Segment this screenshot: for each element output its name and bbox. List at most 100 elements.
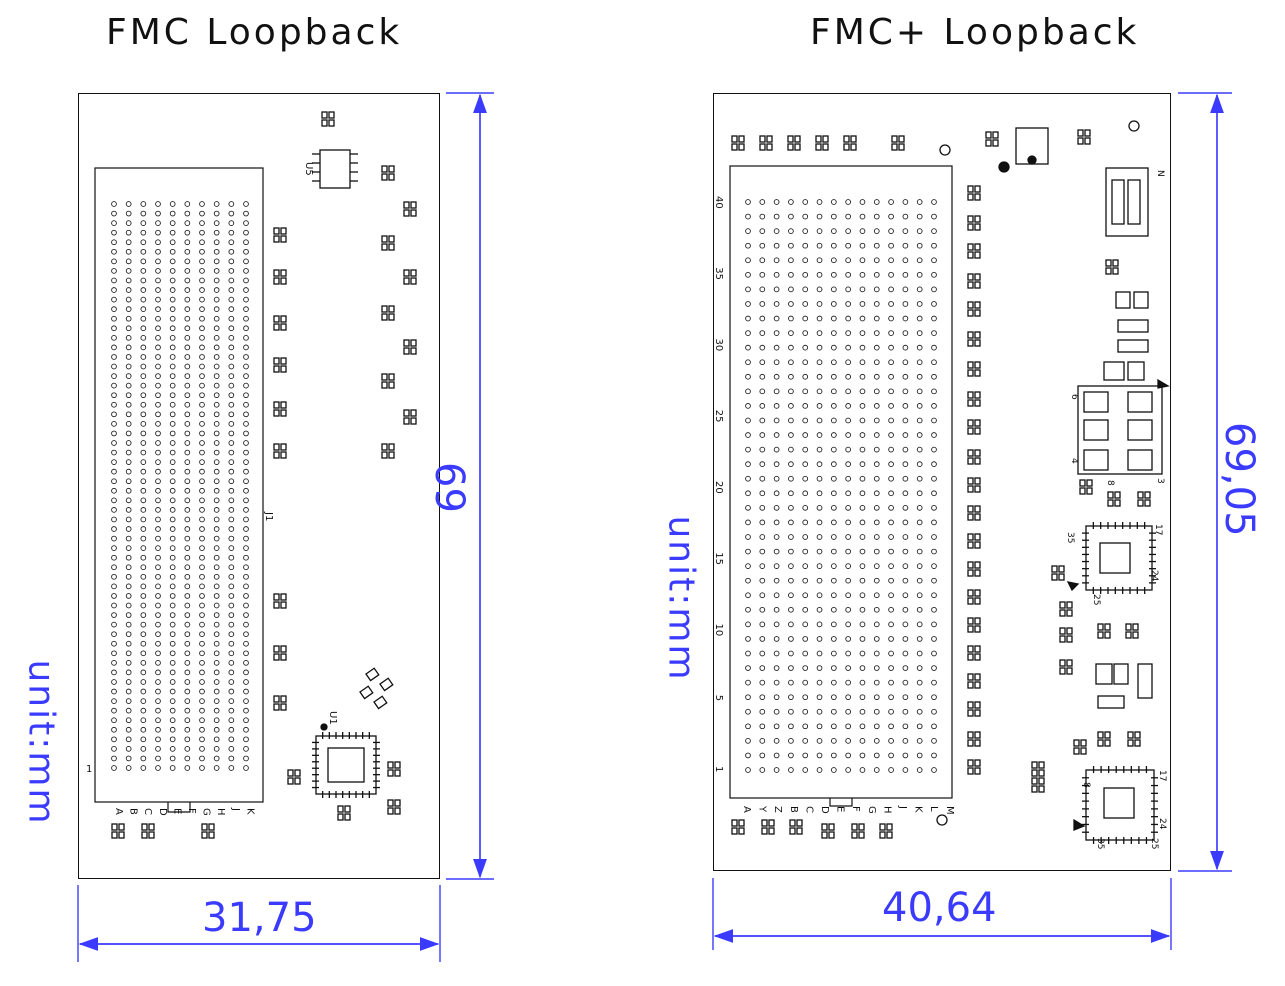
fmc-pin: [213, 679, 220, 685]
fmc-pin: [184, 287, 191, 293]
fmc-plus-pin: [873, 301, 880, 307]
fmc-pin: [125, 306, 132, 313]
fmc-pin: [184, 210, 191, 217]
fmc-plus-pin: [816, 592, 823, 599]
fmc-pin: [111, 583, 117, 590]
fmc-plus-row-letter: H: [881, 806, 892, 814]
fmc-pin: [155, 287, 161, 293]
fmc-plus-row-number: 20: [713, 481, 724, 494]
fmc-pad: [141, 831, 148, 839]
fmc-pin: [228, 755, 235, 762]
fmc-plus-pin: [916, 271, 923, 278]
fmc-plus-pin: [931, 723, 937, 730]
fmc-pin: [199, 248, 205, 255]
fmc-pin: [169, 755, 176, 762]
fmc-plus-pin: [845, 650, 852, 657]
fmc-pin: [228, 382, 235, 389]
fmc-plus-pin: [902, 723, 909, 730]
fmc-pin: [243, 411, 249, 418]
fmc-plus-pin: [845, 213, 852, 220]
fmc-pin: [125, 640, 132, 647]
fmc-plus-pad: [967, 419, 974, 427]
fmc-pin: [213, 507, 220, 513]
fmc-pin: [184, 201, 191, 207]
fmc-plus-pin: [902, 330, 909, 336]
fmc-pin: [184, 478, 191, 485]
fmc-plus-pin: [759, 199, 766, 205]
fmc-pin: [169, 612, 176, 618]
fmc-pin: [199, 478, 205, 485]
fmc-pin: [111, 392, 117, 399]
fmc-pin: [213, 535, 220, 542]
fmc-pin: [125, 220, 132, 226]
fmc-pin: [184, 268, 191, 274]
fmc-plus-pin: [845, 373, 852, 380]
fmc-plus-pad: [1079, 479, 1086, 487]
fmc-pin: [184, 401, 191, 408]
fmc-plus-pad: [1134, 739, 1141, 747]
fmc-plus-pin: [888, 330, 894, 336]
fmc-plus-pin: [931, 504, 937, 511]
fmc-plus-pin: [902, 490, 909, 497]
fmc-plus-pin: [816, 708, 823, 715]
fmc-plus-pin: [902, 592, 909, 599]
fmc-plus-pin: [788, 592, 794, 599]
fmc-plus-pin: [888, 694, 894, 701]
fmc-plus-pin: [859, 490, 866, 497]
fmc-plus-pin: [916, 694, 923, 701]
fmc-pin: [111, 717, 117, 724]
fmc-pin: [228, 564, 235, 571]
fmc-plus-pin: [931, 752, 937, 759]
fmc-plus-pin: [845, 199, 852, 205]
fmc-plus-pin: [888, 257, 894, 264]
fmc-pin: [155, 229, 161, 236]
fmc-pin: [228, 459, 235, 465]
fmc-pin: [155, 392, 161, 399]
fmc-pin: [155, 679, 161, 685]
fmc-pin: [125, 659, 132, 666]
fmc-plus-pin: [888, 621, 894, 628]
fmc-pin: [184, 220, 191, 226]
fmc-pin: [140, 210, 147, 217]
fmc-plus-pin: [888, 490, 894, 497]
fmc-plus-pin: [773, 767, 780, 773]
fmc-pin: [155, 334, 161, 341]
fmc-plus-pin: [916, 621, 923, 628]
fmc-pad: [273, 323, 280, 331]
fmc-plus-pin: [773, 403, 780, 409]
fmc-pin: [169, 382, 176, 389]
fmc-plus-pad: [858, 823, 865, 831]
fmc-pin: [199, 736, 205, 743]
fmc-pin: [199, 688, 205, 695]
fmc-plus-pad: [1058, 573, 1065, 581]
fmc-plus-pin: [873, 563, 880, 569]
fmc-pin: [125, 726, 132, 733]
fmc-pin: [140, 602, 147, 609]
fmc-pin: [199, 296, 205, 303]
fmc-plus-pin: [788, 257, 794, 264]
fmc-plus-pin: [888, 199, 894, 205]
fmc-plus-pin: [873, 606, 880, 613]
fmc-plus-pin: [859, 301, 866, 307]
fmc-plus-pin: [859, 738, 866, 744]
fmc-plus-pad: [974, 449, 981, 457]
fmc-pin: [125, 736, 132, 743]
fmc-plus-pin: [745, 257, 751, 264]
fmc-pin: [184, 354, 191, 360]
fmc-row-letter: F: [186, 808, 197, 814]
fmc-plus-pin: [788, 606, 794, 613]
fmc-plus-pin: [916, 592, 923, 599]
fmc-plus-pad: [974, 369, 981, 377]
fmc-pin: [140, 325, 147, 332]
fmc-pad: [273, 235, 280, 243]
fmc-plus-pad: [738, 143, 745, 151]
fmc-plus-pad: [1114, 499, 1121, 507]
fmc-plus-pin: [745, 577, 751, 584]
fmc-pin: [228, 669, 235, 676]
fmc-plus-pin-label: 8: [1081, 782, 1091, 788]
fmc-pin: [169, 554, 176, 561]
fmc-pin: [243, 421, 249, 427]
fmc-pin: [213, 268, 220, 274]
fmc-plus-pin: [759, 461, 766, 468]
fmc-plus-pad: [974, 701, 981, 709]
